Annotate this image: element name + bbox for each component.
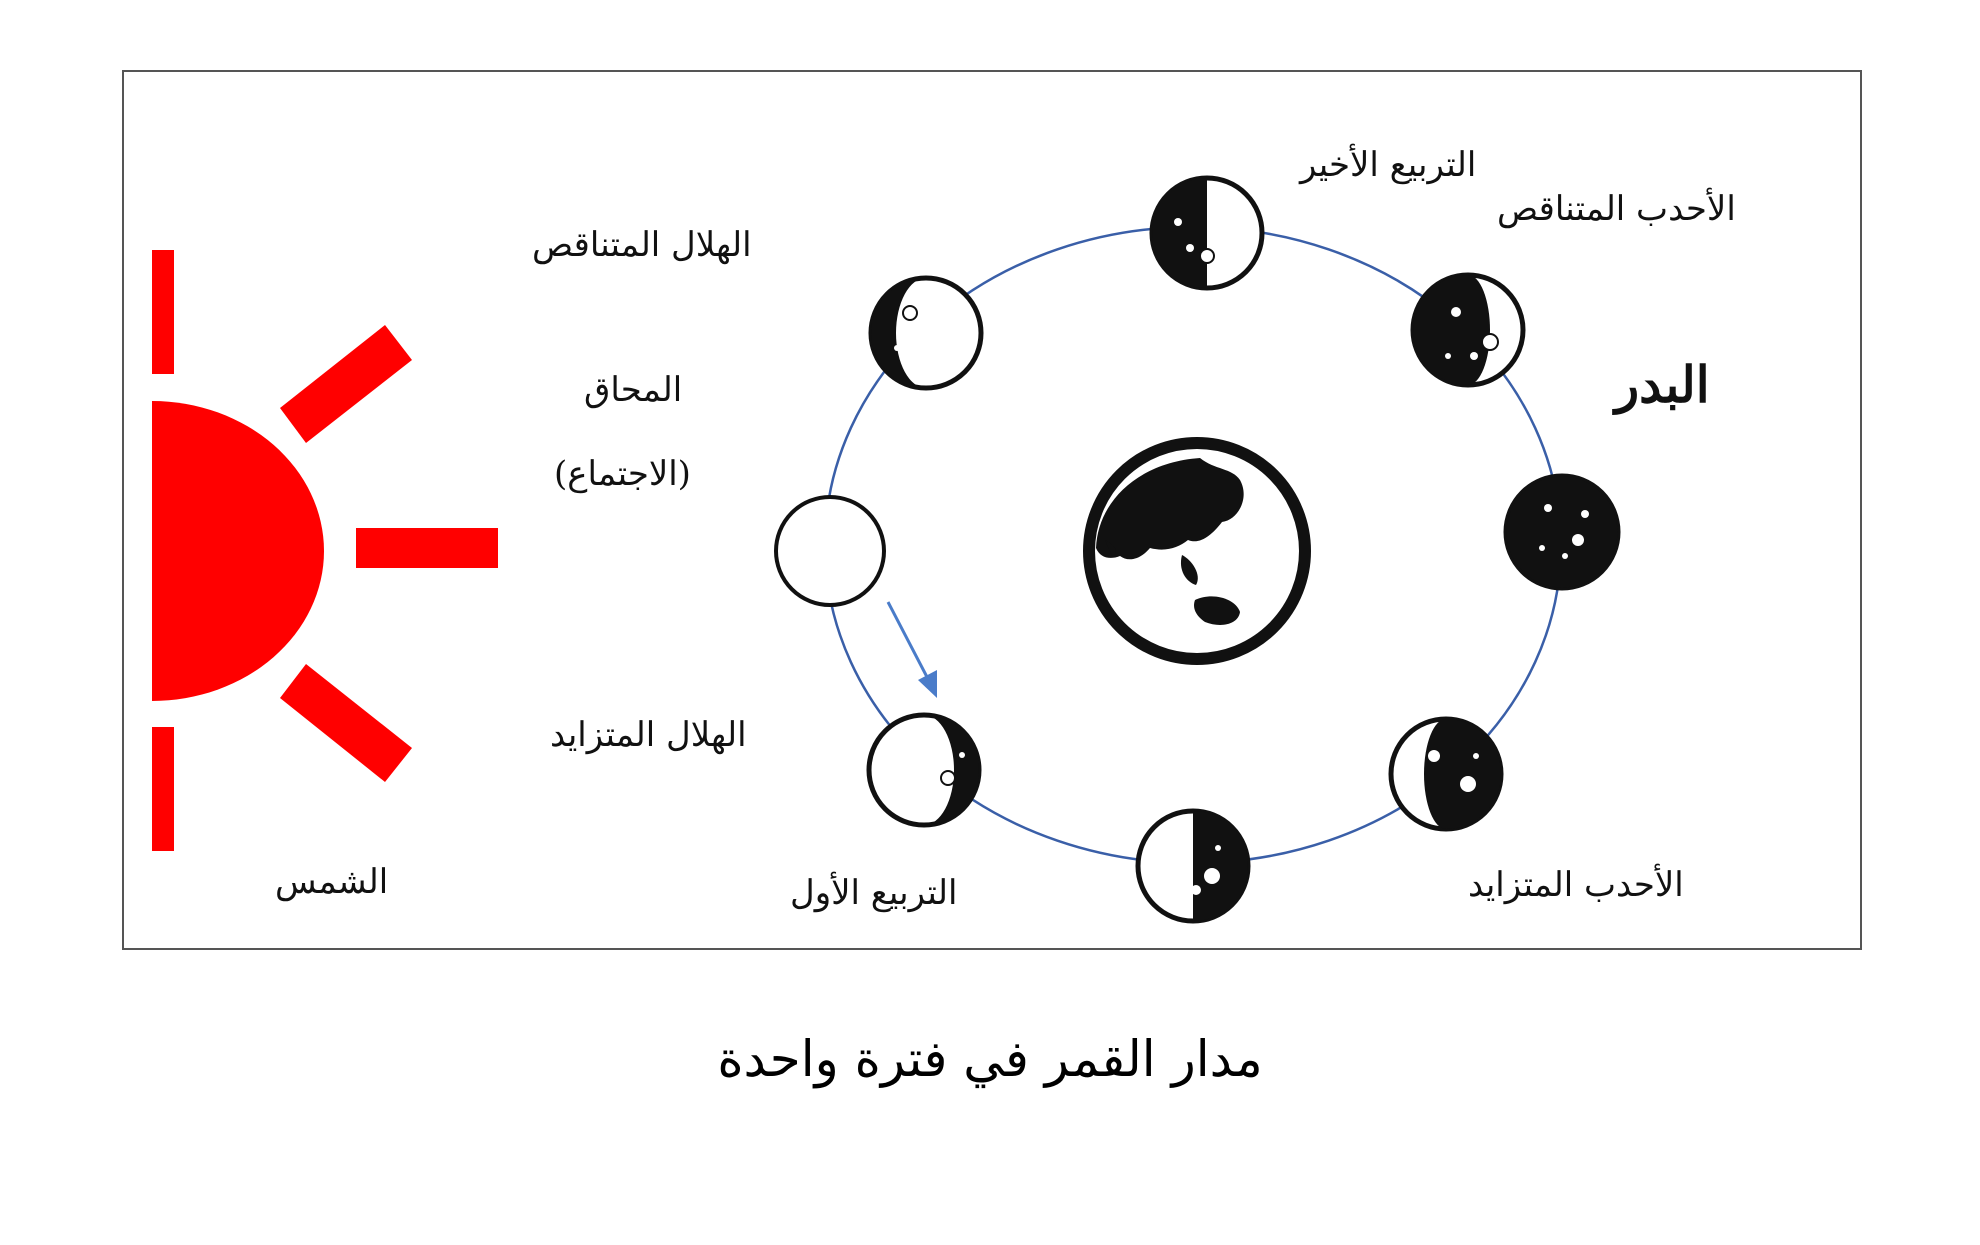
moon-waxing-gibbous-icon xyxy=(1388,716,1504,832)
diagram-caption: مدار القمر في فترة واحدة xyxy=(717,1030,1263,1088)
sun-icon xyxy=(152,250,498,851)
sun-ray xyxy=(152,250,174,374)
waning-crescent-label: الهلال المتناقص xyxy=(532,225,752,265)
moon-new-icon xyxy=(774,495,886,607)
sun-ray xyxy=(356,528,498,568)
earth-globe-icon xyxy=(1083,437,1311,665)
moon-waning-crescent-icon xyxy=(868,275,984,391)
moon-waxing-crescent-icon xyxy=(866,712,982,828)
sun-label: الشمس xyxy=(275,862,389,902)
waxing-gibbous-label: الأحدب المتزايد xyxy=(1468,865,1684,905)
new-moon-alt-label: (الاجتماع) xyxy=(554,454,691,494)
last-quarter-label: التربيع الأخير xyxy=(1300,145,1477,185)
full-moon-label: البدر xyxy=(1615,355,1710,414)
sun-ray xyxy=(280,325,412,443)
moon-full-icon xyxy=(1503,473,1621,591)
diagram-frame xyxy=(122,70,1862,950)
orbit-direction-arrow-icon xyxy=(886,601,937,698)
waxing-crescent-label: الهلال المتزايد xyxy=(550,715,747,755)
first-quarter-label: التربيع الأول xyxy=(790,873,958,913)
sun-ray xyxy=(152,727,174,851)
waning-gibbous-label: الأحدب المتناقص xyxy=(1497,189,1736,229)
sun-ray xyxy=(280,664,412,782)
moon-waning-gibbous-icon xyxy=(1410,272,1526,388)
moon-last-quarter-icon xyxy=(1149,175,1265,291)
new-moon-label: المحاق xyxy=(584,370,683,410)
moon-first-quarter-icon xyxy=(1135,808,1251,924)
